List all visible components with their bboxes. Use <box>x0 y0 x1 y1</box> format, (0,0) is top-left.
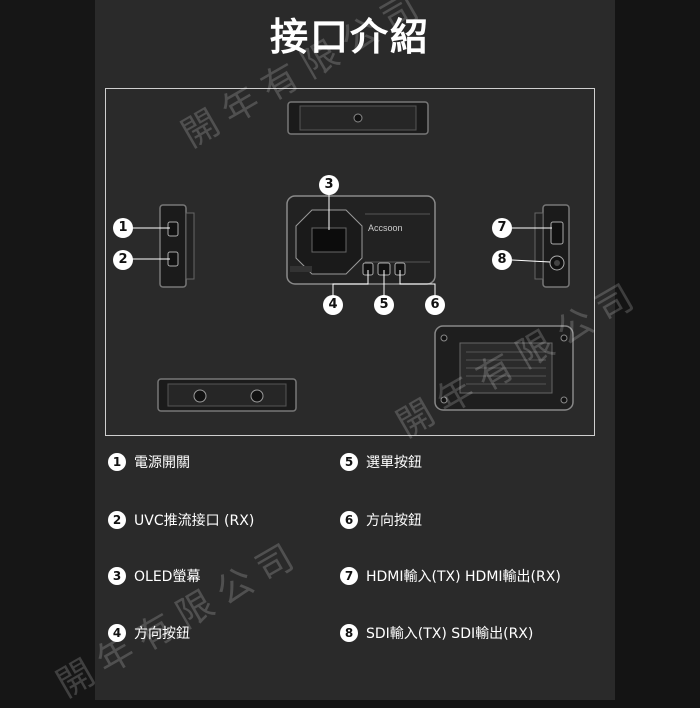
device-front-view <box>286 195 436 285</box>
callout-4: 4 <box>323 295 343 315</box>
callout-1: 1 <box>113 218 133 238</box>
callout-8: 8 <box>492 250 512 270</box>
legend-label: HDMI輸入(TX) HDMI輸出(RX) <box>366 569 561 585</box>
legend-label: 方向按鈕 <box>134 626 190 642</box>
legend-number: 6 <box>340 511 358 529</box>
callout-7: 7 <box>492 218 512 238</box>
callout-5: 5 <box>374 295 394 315</box>
diagram-frame <box>105 88 595 436</box>
legend-number: 1 <box>108 453 126 471</box>
legend-item-3: 3 OLED螢幕 <box>108 566 200 586</box>
brand-logo-text: Accsoon <box>368 223 403 233</box>
legend-number: 8 <box>340 624 358 642</box>
device-bottom-view <box>157 378 297 412</box>
legend-number: 5 <box>340 453 358 471</box>
background-right <box>615 0 700 700</box>
legend-item-6: 6 方向按鈕 <box>340 510 422 530</box>
legend-item-7: 7 HDMI輸入(TX) HDMI輸出(RX) <box>340 566 561 586</box>
legend-item-5: 5 選單按鈕 <box>340 452 422 472</box>
legend-number: 7 <box>340 567 358 585</box>
legend-item-4: 4 方向按鈕 <box>108 623 190 643</box>
legend-label: UVC推流接口 (RX) <box>134 513 255 529</box>
device-top-view <box>287 101 429 135</box>
legend-number: 3 <box>108 567 126 585</box>
legend-item-1: 1 電源開關 <box>108 452 190 472</box>
callout-6: 6 <box>425 295 445 315</box>
legend-label: SDI輸入(TX) SDI輸出(RX) <box>366 626 534 642</box>
legend-label: 方向按鈕 <box>366 513 422 529</box>
page-title: 接口介紹 <box>269 15 430 59</box>
device-right-view <box>534 204 570 288</box>
background-left <box>0 0 95 700</box>
legend-label: 電源開關 <box>134 455 190 471</box>
legend-label: 選單按鈕 <box>366 455 422 471</box>
device-back-view <box>434 325 574 411</box>
callout-2: 2 <box>113 250 133 270</box>
device-left-view <box>159 204 195 288</box>
legend-item-2: 2 UVC推流接口 (RX) <box>108 510 254 530</box>
legend-label: OLED螢幕 <box>134 569 201 585</box>
callout-3: 3 <box>319 175 339 195</box>
legend-number: 4 <box>108 624 126 642</box>
legend-number: 2 <box>108 511 126 529</box>
legend-item-8: 8 SDI輸入(TX) SDI輸出(RX) <box>340 623 533 643</box>
leader-lines <box>132 193 552 296</box>
